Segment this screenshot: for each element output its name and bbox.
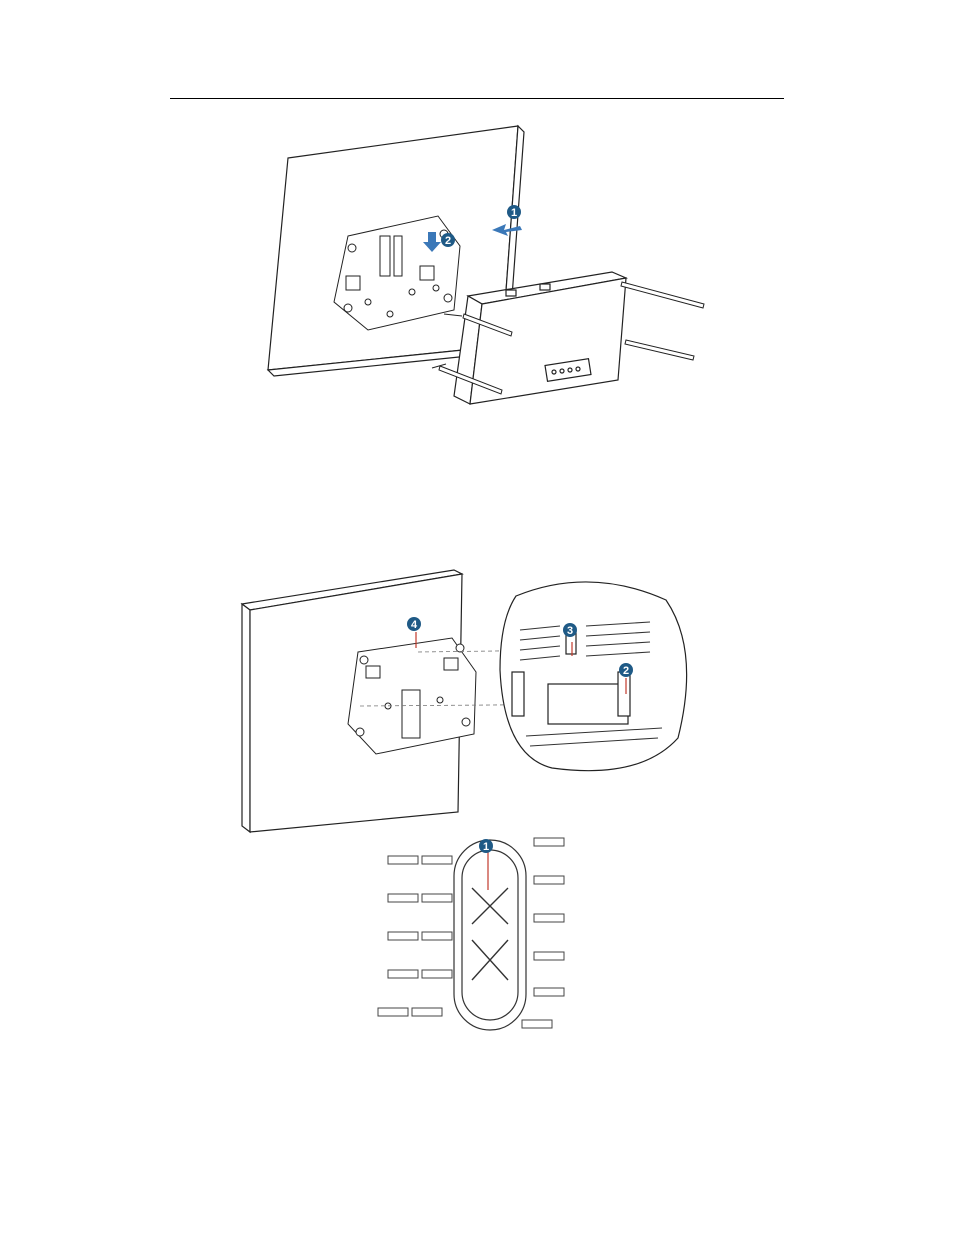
callout-badge-4: 4 [407, 617, 421, 631]
callout-number: 2 [623, 665, 629, 677]
callout-badge-1: 1 [507, 205, 521, 219]
callout-number: 1 [511, 207, 517, 219]
figure-ap-bracket-alignment: 4 3 2 [230, 560, 710, 840]
callout-number: 4 [411, 619, 418, 631]
ap-mount-illustration: 1 2 [240, 118, 720, 418]
latch-detail-illustration: 1 [372, 828, 572, 1040]
latch-slot [454, 840, 526, 1030]
figure-latch-detail: 1 [372, 828, 572, 1040]
callout-number: 2 [445, 235, 451, 247]
callout-badge-3: 3 [563, 623, 577, 637]
vent-slots [378, 838, 564, 1028]
figure-ap-wall-mount-slide: 1 2 [240, 118, 720, 418]
header-rule [170, 98, 784, 99]
latch-clips [472, 888, 508, 980]
callout-badge-1: 1 [479, 839, 493, 853]
callout-badge-2: 2 [619, 663, 633, 677]
callout-badge-2: 2 [441, 233, 455, 247]
alignment-illustration: 4 3 2 [230, 560, 710, 840]
mounting-bracket [348, 638, 476, 754]
callout-number: 3 [567, 625, 573, 637]
callout-number: 1 [483, 841, 489, 853]
